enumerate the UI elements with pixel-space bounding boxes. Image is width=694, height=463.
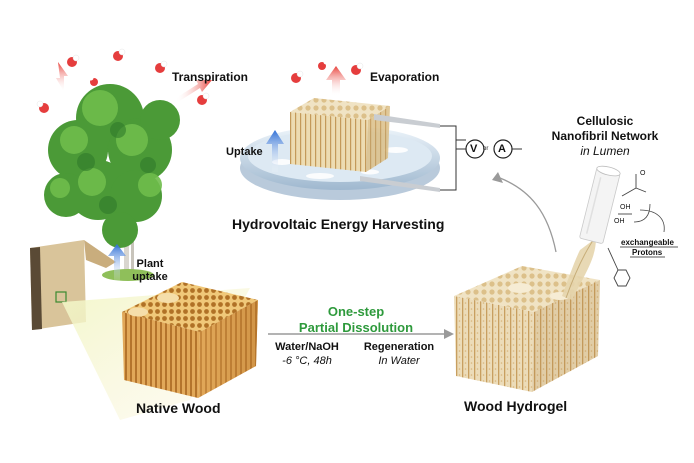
water-naoh-label: Water/NaOH: [275, 341, 339, 353]
native-wood-block: [122, 282, 258, 398]
solvent-conditions: Water/NaOH -6 °C, 48h: [270, 340, 344, 368]
uptake-label: Uptake: [226, 146, 263, 158]
plant-uptake-arrow: [108, 244, 126, 282]
one-step-line1: One-step: [327, 304, 385, 319]
native-wood-label: Native Wood: [136, 400, 221, 416]
transpiration-droplets: [36, 48, 212, 113]
cnf-line3: in Lumen: [580, 144, 630, 158]
zoom-funnel: [562, 238, 596, 300]
wood-hydrogel-block: [454, 266, 600, 392]
hydrovoltaic-device: [240, 59, 522, 200]
o-atom-label: O: [640, 170, 646, 177]
oh-label-2: OH: [614, 218, 625, 225]
plant-uptake-line1: Plant: [136, 258, 164, 270]
application-arrowhead: [492, 172, 503, 183]
exchangeable-label: exchangeable: [621, 238, 674, 247]
regeneration-conditions: Regeneration In Water: [354, 340, 444, 368]
cnf-line2: Nanofibril Network: [551, 129, 659, 143]
one-step-label: One-step Partial Dissolution: [266, 304, 446, 336]
oh-label-1: OH: [620, 204, 631, 211]
cnf-network-label: Cellulosic Nanofibril Network in Lumen: [530, 114, 680, 159]
one-step-line2: Partial Dissolution: [298, 320, 414, 335]
tree-illustration: [44, 84, 180, 281]
evaporation-label: Evaporation: [370, 70, 440, 84]
chemical-structure: [607, 174, 665, 287]
wood-hydrogel-label: Wood Hydrogel: [464, 398, 568, 414]
regeneration-label: Regeneration: [363, 341, 435, 353]
meter-a-label: A: [498, 143, 506, 155]
plant-uptake-label: Plant uptake: [128, 258, 172, 284]
protons-label: Protons: [632, 248, 663, 257]
hydrovoltaic-title: Hydrovoltaic Energy Harvesting: [232, 216, 445, 232]
meter-v-label: V: [470, 143, 478, 155]
plant-uptake-line2: uptake: [132, 271, 168, 283]
application-arrow: [499, 177, 557, 253]
transpiration-label: Transpiration: [172, 70, 249, 84]
cnf-cylinder: [579, 165, 621, 244]
in-water-label: In Water: [378, 355, 420, 367]
meter-or-label: or: [483, 146, 489, 152]
temperature-time-label: -6 °C, 48h: [282, 355, 332, 367]
process-arrow: [268, 329, 454, 339]
cnf-line1: Cellulosic: [576, 114, 634, 128]
